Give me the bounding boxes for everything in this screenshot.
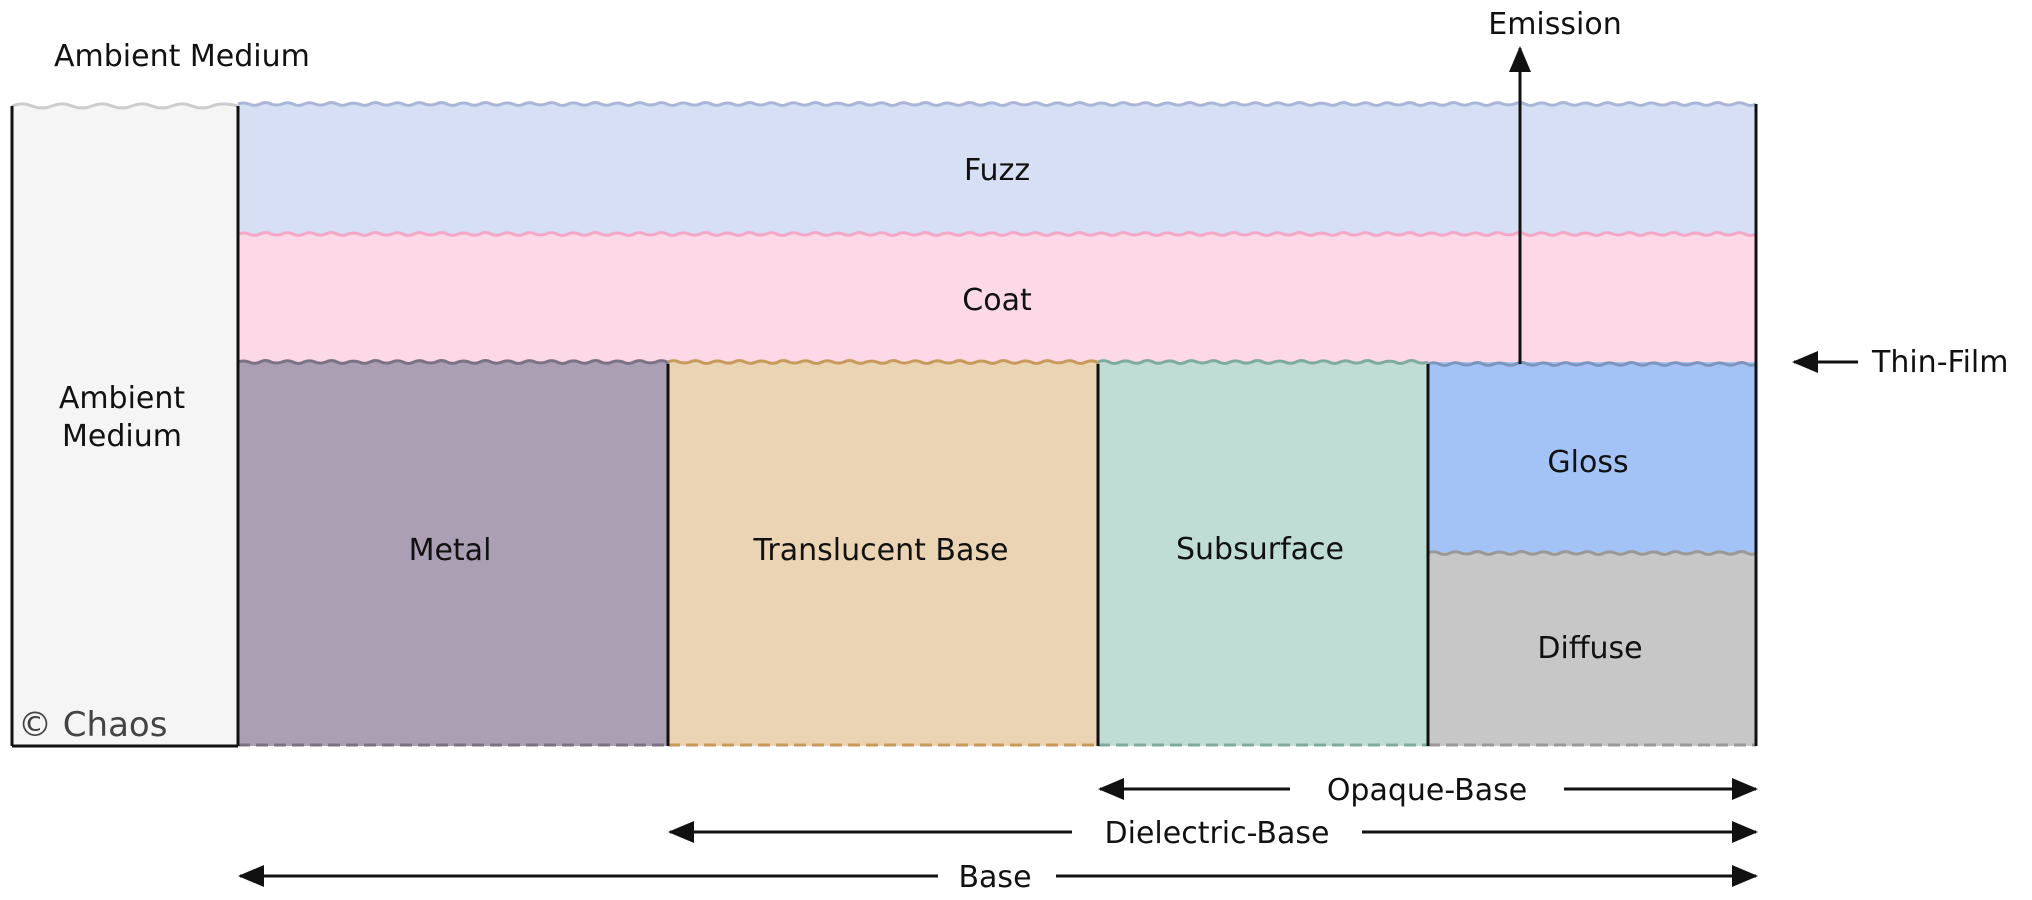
fuzz-layer xyxy=(238,104,1756,236)
translucent-base-label: Translucent Base xyxy=(753,533,1009,568)
translucent-top-edge xyxy=(667,359,1100,365)
opaque-base-label: Opaque-Base xyxy=(1327,773,1527,808)
subsurface-layer xyxy=(1098,362,1428,746)
translucent-base-layer xyxy=(668,362,1098,746)
fuzz-top-edge xyxy=(237,101,1757,107)
subsurface-top-edge xyxy=(1097,359,1429,365)
diffuse-layer xyxy=(1428,552,1756,746)
copyright-label: © Chaos xyxy=(18,705,167,745)
ambient-medium-top-label: Ambient Medium xyxy=(54,39,310,74)
fuzz-label: Fuzz xyxy=(964,153,1030,188)
gloss-top-edge xyxy=(1427,361,1757,367)
base-label: Base xyxy=(958,860,1031,895)
diffuse-label: Diffuse xyxy=(1537,631,1642,666)
emission-label: Emission xyxy=(1488,7,1621,42)
ambient-column xyxy=(12,106,238,746)
coat-layer xyxy=(238,234,1756,364)
ambient-top-edge xyxy=(11,102,239,110)
gloss-label: Gloss xyxy=(1547,445,1628,480)
metal-top-edge xyxy=(237,359,670,365)
ambient-medium-side-label-line2: Medium xyxy=(62,419,182,454)
dielectric-base-label: Dielectric-Base xyxy=(1105,816,1330,851)
metal-layer xyxy=(238,362,668,746)
coat-top-edge xyxy=(237,231,1757,237)
thin-film-label: Thin-Film xyxy=(1871,345,2008,380)
subsurface-label: Subsurface xyxy=(1176,532,1344,567)
coat-label: Coat xyxy=(962,283,1032,318)
diffuse-top-edge xyxy=(1427,550,1757,556)
gloss-layer xyxy=(1428,362,1756,552)
metal-label: Metal xyxy=(409,533,492,568)
ambient-medium-side-label-line1: Ambient xyxy=(59,381,186,416)
